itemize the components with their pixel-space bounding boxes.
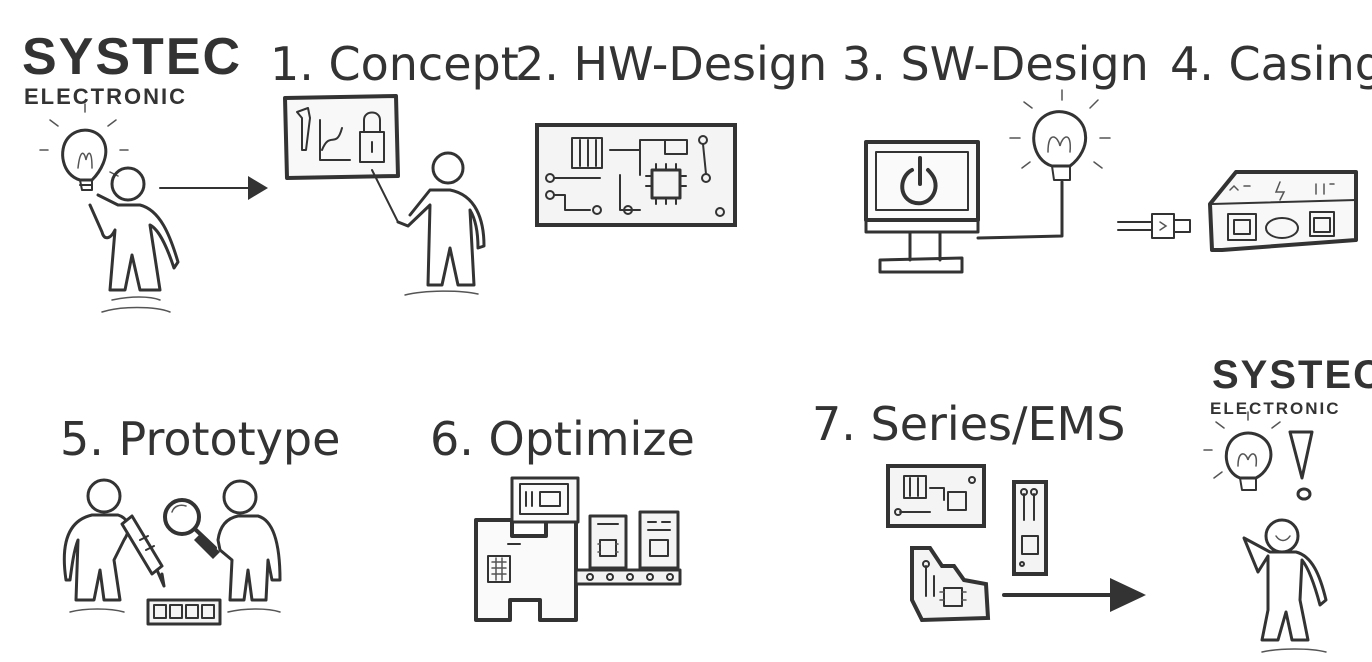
step-7-label: 7. Series/EMS [812,397,1125,451]
cable-icon [976,180,1064,240]
lightbulb-icon [1009,89,1111,181]
cable-icon [1117,213,1191,239]
end-brand-subtitle: ELECTRONIC [1210,399,1341,418]
conveyor-icon [574,568,682,586]
circuit-board-icon [588,510,680,570]
circuit-board-icon [1012,480,1048,576]
presenter-person [371,151,486,296]
step-4-label: 4. Casing [1170,37,1372,91]
step-1-label: 1. Concept [270,37,519,91]
exclamation-icon [1288,430,1314,501]
person-icon [1242,518,1328,653]
soldering-iron-icon [120,514,166,588]
step-3-label: 3. SW-Design [842,37,1149,91]
arrow-icon [1002,578,1146,612]
brand-logo: SYSTEC ELECTRONIC [22,28,242,109]
person-icon [62,478,130,613]
person-icon [216,479,282,613]
brand-name: SYSTEC [22,28,242,86]
step-5-label: 5. Prototype [60,412,340,466]
arrow-icon [159,176,268,200]
person-icon [88,166,180,313]
lightbulb-icon [1203,411,1281,491]
machine-icon [474,476,580,622]
circuit-board-icon [910,546,991,623]
step-6-label: 6. Optimize [430,412,695,466]
power-icon [900,156,938,206]
circuit-board-icon [886,464,986,528]
magnifier-icon [163,498,220,559]
circuit-board-icon [535,123,737,227]
end-brand-name: SYSTEC [1212,353,1372,397]
device-casing-icon [1208,170,1358,252]
lightbulb-icon [39,103,129,191]
circuit-board-icon [146,598,222,626]
end-brand-logo: SYSTEC ELECTRONIC [1210,353,1372,418]
step-2-label: 2. HW-Design [515,37,827,91]
brand-subtitle: ELECTRONIC [24,84,187,109]
whiteboard-icon [283,94,400,180]
